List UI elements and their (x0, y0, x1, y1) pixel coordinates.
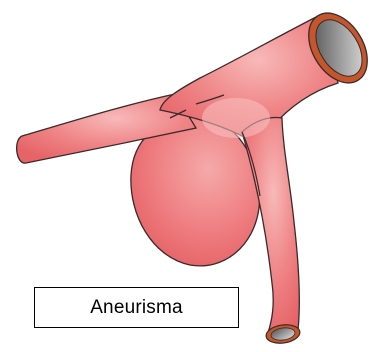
label-box: Aneurisma (34, 287, 239, 328)
junction-highlight (202, 98, 270, 138)
aneurysm-sac (131, 117, 260, 266)
aneurysm-label: Aneurisma (90, 297, 183, 319)
